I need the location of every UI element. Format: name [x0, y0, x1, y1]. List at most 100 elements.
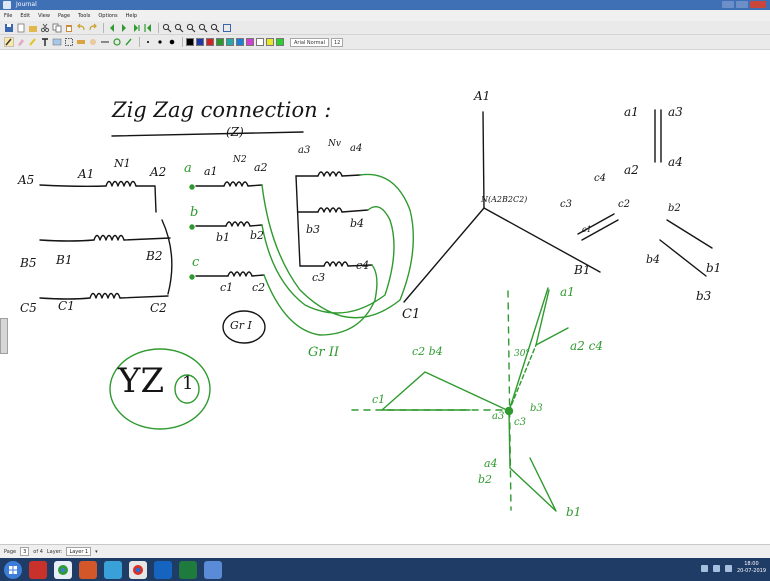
pen-color-swatch[interactable]	[266, 38, 274, 46]
journal-page[interactable]: Zig Zag connection : (Z) A5 A1 N1 A2 B5 …	[0, 50, 770, 544]
clock-date: 20-07-2019	[736, 568, 766, 574]
flag-icon[interactable]	[724, 564, 732, 572]
label-n1: N1	[114, 157, 131, 170]
pen-color-swatch[interactable]	[256, 38, 264, 46]
new-page-icon[interactable]	[16, 23, 26, 33]
gr1-b-out	[249, 224, 263, 227]
eraser-icon[interactable]	[16, 37, 26, 47]
menu-help[interactable]: Help	[125, 12, 138, 19]
redo-icon[interactable]	[88, 23, 98, 33]
start-button[interactable]	[4, 560, 22, 579]
menu-view[interactable]: View	[38, 12, 50, 19]
label-right-a2: a2	[624, 163, 639, 177]
undo-icon[interactable]	[76, 23, 86, 33]
new-page-after-icon[interactable]	[131, 23, 141, 33]
menu-edit[interactable]: Edit	[20, 12, 31, 19]
label-phase-c: c	[192, 255, 200, 270]
toolbar-separator	[158, 22, 159, 33]
winding-c-right-wire	[119, 295, 169, 299]
label-right-c1: c1	[582, 225, 592, 234]
zoom-icon[interactable]	[162, 23, 172, 33]
zoom-page-icon[interactable]	[210, 23, 220, 33]
page-side-tab[interactable]	[0, 318, 8, 354]
zoom-width-icon[interactable]	[198, 23, 208, 33]
pen-color-swatch[interactable]	[246, 38, 254, 46]
label-right-b3: b3	[696, 289, 712, 303]
clock-time: 18:00	[744, 561, 759, 567]
label-b2-small: b2	[250, 229, 265, 242]
shape-recognizer-icon[interactable]	[112, 37, 122, 47]
chevron-down-icon[interactable]: ▾	[95, 548, 98, 555]
pen-color-swatch[interactable]	[236, 38, 244, 46]
image-tool-icon[interactable]	[52, 37, 62, 47]
phasor-a-parallel	[654, 109, 662, 163]
menu-tools[interactable]: Tools	[78, 12, 91, 19]
pen-color-swatch[interactable]	[206, 38, 214, 46]
text-tool-icon[interactable]	[40, 37, 50, 47]
zoom-out-icon[interactable]	[186, 23, 196, 33]
ruler-icon[interactable]	[100, 37, 110, 47]
gr1-a-coil	[223, 181, 249, 187]
gr2-a-coil	[317, 171, 343, 177]
gr1-a-out	[247, 184, 263, 187]
file-explorer-icon[interactable]	[104, 560, 122, 579]
select-rect-icon[interactable]	[64, 37, 74, 47]
pen-color-swatch[interactable]	[196, 38, 204, 46]
phasor-c-side	[381, 371, 510, 412]
close-button[interactable]	[750, 1, 766, 8]
layer-select[interactable]: Layer 1	[66, 547, 92, 556]
pen-icon[interactable]	[4, 37, 14, 47]
first-page-icon[interactable]	[143, 23, 153, 33]
font-name-field[interactable]: Arial Normal	[290, 37, 329, 47]
title-bar: Journal	[0, 0, 770, 10]
label-star-c1: C1	[402, 307, 421, 322]
winding-a-right-wire	[135, 185, 157, 213]
chrome-icon[interactable]	[129, 560, 147, 579]
fullscreen-icon[interactable]	[222, 23, 232, 33]
volume-icon[interactable]	[712, 564, 720, 572]
label-right-a1: a1	[624, 105, 639, 119]
star-arm-a1	[482, 111, 485, 209]
thick-pen-icon[interactable]	[167, 37, 177, 47]
menu-page[interactable]: Page	[57, 12, 71, 19]
cut-icon[interactable]	[40, 23, 50, 33]
paste-icon[interactable]	[64, 23, 74, 33]
pen-color-swatches	[186, 38, 286, 46]
vertical-space-icon[interactable]	[76, 37, 86, 47]
toolbar-separator	[139, 37, 140, 47]
label-phase-a: a	[184, 161, 192, 176]
system-clock[interactable]: 18:00 20-07-2019	[737, 561, 766, 575]
page-forward-icon[interactable]	[119, 23, 129, 33]
label-a2: A2	[150, 165, 167, 179]
network-icon[interactable]	[700, 564, 708, 572]
skype-icon[interactable]	[154, 560, 172, 579]
pen-color-swatch[interactable]	[186, 38, 194, 46]
label-b3: b3	[306, 223, 321, 236]
page-number-field[interactable]: 3	[20, 547, 30, 556]
menu-options[interactable]: Options	[98, 12, 118, 19]
default-pen-icon[interactable]	[124, 37, 134, 47]
zoom-in-icon[interactable]	[174, 23, 184, 33]
pen-color-swatch[interactable]	[226, 38, 234, 46]
minimize-button[interactable]	[722, 1, 734, 8]
maximize-button[interactable]	[736, 1, 748, 8]
media-player-icon[interactable]	[79, 560, 97, 579]
drawing-title: Zig Zag connection :	[112, 98, 332, 122]
page-back-icon[interactable]	[107, 23, 117, 33]
font-size-field[interactable]: 12	[331, 37, 343, 47]
journal-app-icon[interactable]	[204, 560, 222, 579]
open-icon[interactable]	[28, 23, 38, 33]
save-icon[interactable]	[4, 23, 14, 33]
pen-color-swatch[interactable]	[276, 38, 284, 46]
highlighter-icon[interactable]	[28, 37, 38, 47]
pen-color-swatch[interactable]	[216, 38, 224, 46]
copy-icon[interactable]	[52, 23, 62, 33]
menu-file[interactable]: File	[4, 12, 13, 19]
pdf-app-icon[interactable]	[29, 560, 47, 579]
excel-icon[interactable]	[179, 560, 197, 579]
medium-pen-icon[interactable]	[155, 37, 165, 47]
phasor-a2-dashed	[508, 344, 537, 412]
thin-pen-icon[interactable]	[143, 37, 153, 47]
browser-icon[interactable]	[54, 560, 72, 579]
hand-tool-icon[interactable]	[88, 37, 98, 47]
